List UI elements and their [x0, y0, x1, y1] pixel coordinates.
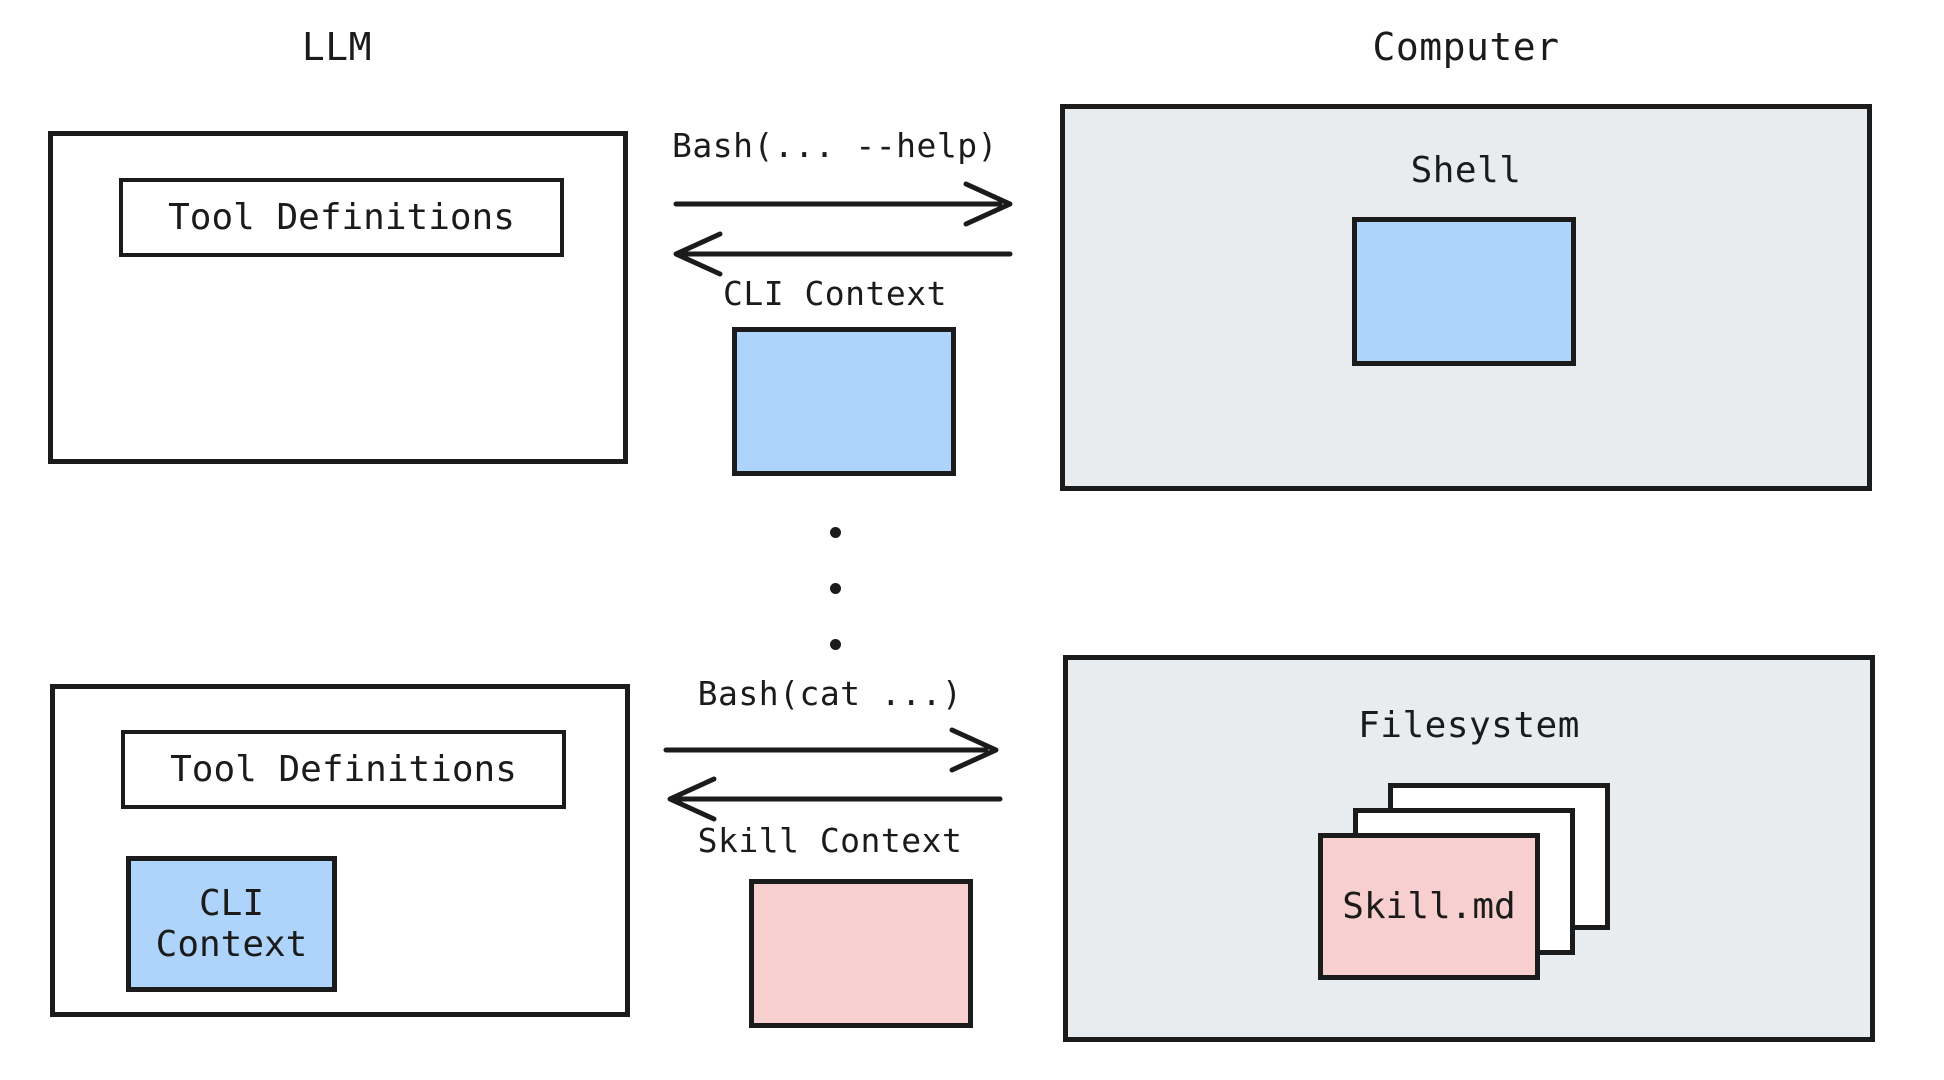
skill-card-front: Skill.md [1318, 833, 1540, 980]
top-request-label: Bash(... --help) [672, 126, 998, 165]
shell-swatch [1352, 217, 1576, 366]
cli-context-label-bottom: CLI Context [155, 883, 308, 965]
ellipsis-dot-3 [830, 639, 841, 650]
ellipsis-dot-1 [830, 527, 841, 538]
tool-definitions-label-bottom: Tool Definitions [170, 749, 517, 790]
top-response-arrow-icon [673, 231, 1013, 277]
tool-definitions-box-top: Tool Definitions [119, 178, 564, 257]
cli-context-swatch-top [732, 327, 956, 476]
top-response-label: CLI Context [722, 274, 948, 313]
bottom-request-arrow-icon [663, 727, 999, 773]
cli-context-box-bottom: CLI Context [126, 856, 337, 992]
bottom-response-label: Skill Context [697, 821, 963, 860]
skill-card-label: Skill.md [1342, 886, 1516, 927]
top-request-arrow-icon [673, 181, 1013, 227]
bottom-request-label: Bash(cat ...) [697, 674, 963, 713]
filesystem-label: Filesystem [1358, 705, 1580, 746]
llm-column-title: LLM [301, 25, 373, 69]
computer-column-title: Computer [1372, 25, 1560, 69]
tool-definitions-box-bottom: Tool Definitions [121, 730, 566, 809]
skill-context-swatch [749, 879, 973, 1028]
ellipsis-dot-2 [830, 583, 841, 594]
shell-label: Shell [1410, 150, 1522, 191]
bottom-response-arrow-icon [667, 776, 1003, 822]
tool-definitions-label-top: Tool Definitions [168, 197, 515, 238]
